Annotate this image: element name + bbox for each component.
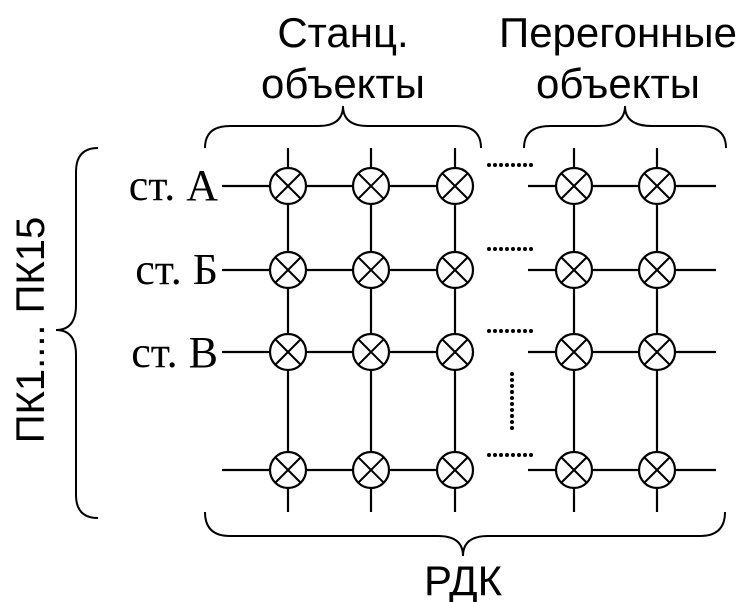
- crossing-node: [351, 332, 391, 372]
- node-cross-line: [274, 172, 302, 200]
- crossing-node: [435, 166, 475, 206]
- ellipsis-dots: [487, 163, 533, 457]
- pk-range-brace: [55, 147, 99, 519]
- node-cross-line: [643, 172, 671, 200]
- crossing-node: [268, 250, 308, 290]
- node-cross-line: [643, 338, 671, 366]
- crossing-node: [637, 332, 677, 372]
- crossing-node: [435, 250, 475, 290]
- crossing-node: [268, 450, 308, 490]
- crossing-node: [554, 166, 594, 206]
- node-cross-line: [441, 172, 469, 200]
- rdk-label: РДК: [424, 557, 503, 602]
- crossing-node: [351, 166, 391, 206]
- node-cross-line: [274, 456, 302, 484]
- node-cross-line: [441, 256, 469, 284]
- station-objects-label-line1: Станц.: [277, 9, 408, 56]
- horizontal-ellipsis-row-b: [487, 247, 533, 251]
- node-cross-line: [274, 338, 302, 366]
- crossing-node: [637, 250, 677, 290]
- rdk-brace: [204, 511, 726, 557]
- horizontal-ellipsis-row-a: [487, 163, 533, 167]
- horizontal-ellipsis-row-last: [487, 453, 533, 457]
- row-label-station-v: ст. В: [131, 328, 218, 377]
- node-cross-line: [274, 256, 302, 284]
- haul-objects-label-line2: объекты: [536, 60, 700, 107]
- node-cross-line: [357, 172, 385, 200]
- node-cross-line: [560, 456, 588, 484]
- haul-objects-brace: [523, 105, 727, 149]
- station-objects-label-line2: объекты: [261, 60, 425, 107]
- node-cross-line: [441, 338, 469, 366]
- node-cross-line: [643, 256, 671, 284]
- row-label-station-a: ст. А: [129, 161, 218, 210]
- crossing-node: [268, 332, 308, 372]
- crossing-node: [351, 250, 391, 290]
- node-cross-line: [643, 456, 671, 484]
- crossing-node: [351, 450, 391, 490]
- row-label-station-b: ст. Б: [135, 245, 218, 294]
- crossing-node: [554, 250, 594, 290]
- haul-objects-label-line1: Перегонные: [499, 9, 737, 56]
- node-cross-line: [441, 456, 469, 484]
- crossing-node: [554, 332, 594, 372]
- crossing-nodes: [268, 166, 677, 490]
- vertical-ellipsis: [510, 372, 514, 430]
- crossing-node: [637, 450, 677, 490]
- node-cross-line: [560, 338, 588, 366]
- pk-range-label: ПК1.... ПК15: [9, 217, 53, 443]
- station-objects-brace: [204, 105, 482, 149]
- node-cross-line: [357, 456, 385, 484]
- node-cross-line: [357, 338, 385, 366]
- crossing-node: [435, 450, 475, 490]
- node-cross-line: [560, 256, 588, 284]
- crossing-node: [637, 166, 677, 206]
- crossing-node: [435, 332, 475, 372]
- crossing-node: [268, 166, 308, 206]
- node-cross-line: [357, 256, 385, 284]
- node-cross-line: [560, 172, 588, 200]
- crossing-node: [554, 450, 594, 490]
- horizontal-ellipsis-row-v: [487, 329, 533, 333]
